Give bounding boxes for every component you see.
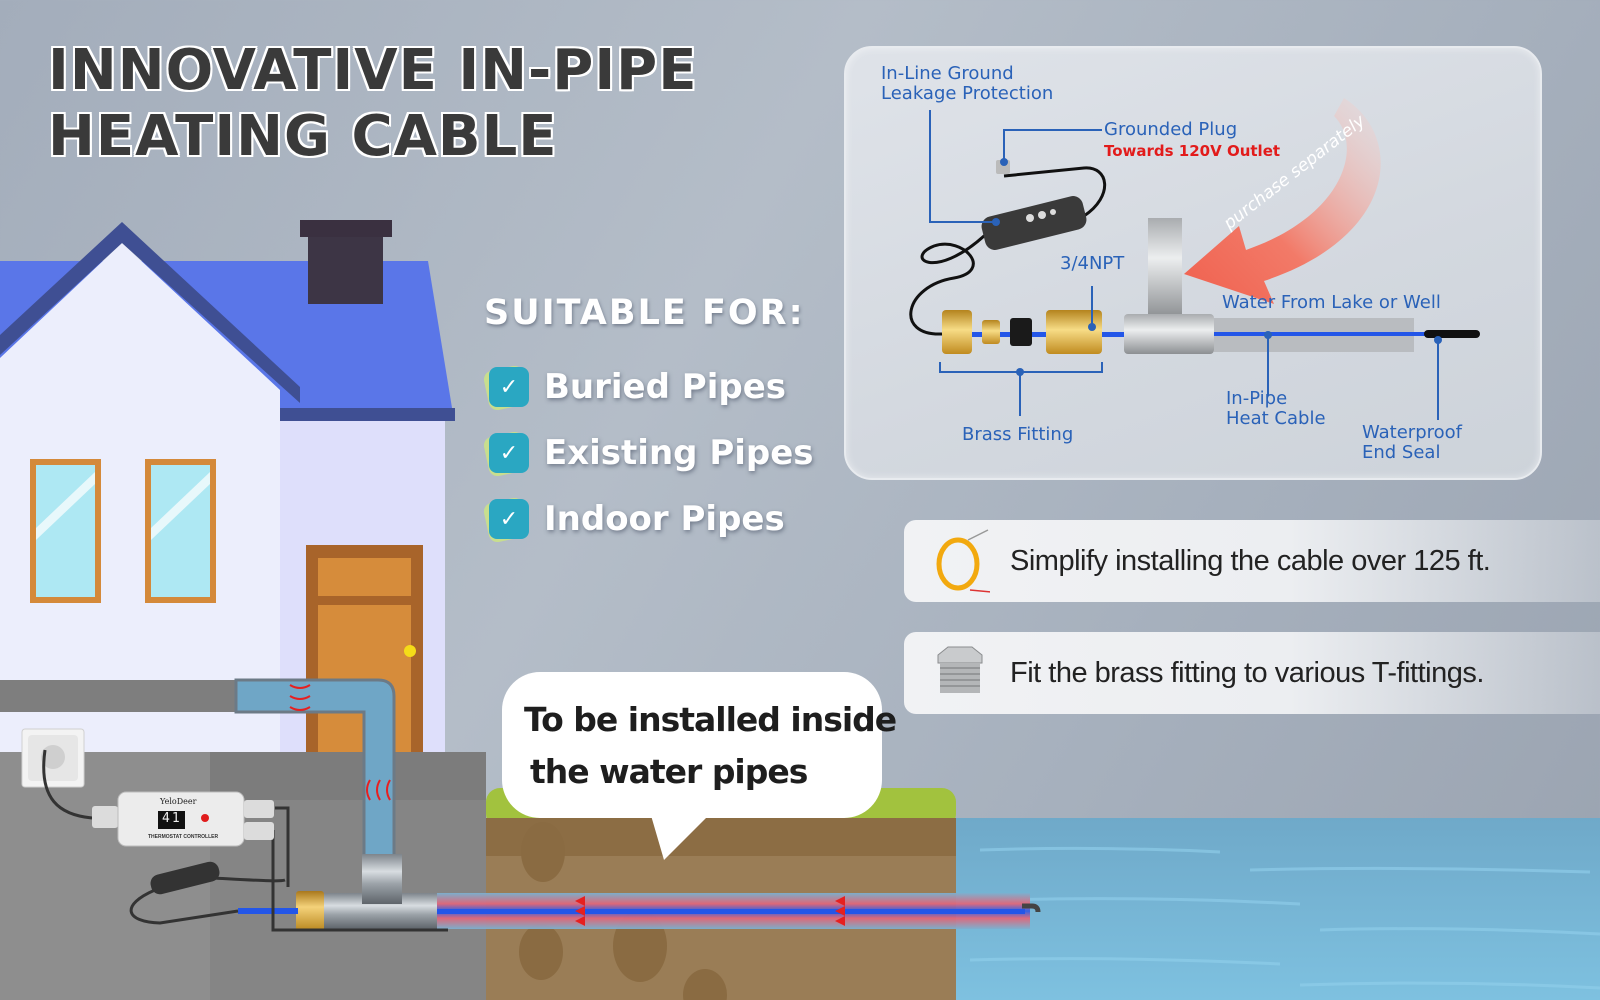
heat-arrows-underground	[575, 896, 845, 926]
suitable-item: ✓ Existing Pipes	[482, 430, 814, 478]
feature-row: Simplify installing the cable over 125 f…	[904, 520, 1600, 602]
purchase-separately-arrow	[1184, 98, 1381, 304]
gfci-unit	[981, 196, 1087, 250]
indoor-pipe	[234, 678, 396, 864]
fish-tape-icon	[936, 529, 990, 593]
label-gfci-line2: Leakage Protection	[881, 83, 1054, 104]
title-line-1: INNOVATIVE IN-PIPE	[48, 38, 698, 103]
feature-text: Simplify installing the cable over 125 f…	[1010, 544, 1491, 577]
label-heat-cable-line1: In-Pipe	[1226, 388, 1288, 409]
suitable-item: ✓ Buried Pipes	[482, 364, 786, 412]
brass-fitting-1	[942, 310, 972, 354]
leader-dots	[992, 158, 1442, 376]
suitable-item-label: Buried Pipes	[544, 367, 786, 407]
chimney	[308, 236, 383, 304]
tee-vertical	[1148, 218, 1182, 318]
brass-fitting-2	[982, 320, 1000, 344]
label-water-source: Water From Lake or Well	[1222, 292, 1441, 313]
rubber-seal	[1010, 318, 1032, 346]
water-lake	[955, 818, 1600, 1000]
bubble-line-2: the water pipes	[530, 752, 808, 791]
label-end-seal-line2: End Seal	[1362, 442, 1441, 463]
label-gfci-line1: In-Line Ground	[881, 63, 1014, 84]
chimney-cap	[300, 220, 392, 237]
house-floor-gray	[0, 680, 240, 712]
label-end-seal-line1: Waterproof	[1362, 422, 1463, 443]
speech-bubble	[502, 672, 882, 818]
suitable-item-label: Indoor Pipes	[544, 499, 785, 539]
product-diagram-card	[844, 46, 1542, 480]
speech-bubble-tail	[650, 812, 712, 860]
feature-row: Fit the brass fitting to various T-fitti…	[904, 632, 1600, 714]
tee-branch	[362, 854, 402, 904]
heating-cable	[430, 909, 1025, 914]
controller-label: THERMOSTAT CONTROLLER	[148, 834, 219, 840]
label-gfci: In-Line Ground Leakage Protection	[881, 64, 1053, 104]
gfci-device	[150, 861, 220, 895]
suitable-heading: SUITABLE FOR:	[484, 293, 805, 333]
roof-eave	[280, 408, 455, 421]
brass-nut	[296, 891, 324, 931]
gable-wall	[0, 243, 280, 752]
speech-bubble-text: To be installed inside the water pipes	[524, 694, 897, 798]
cable-entry	[238, 908, 298, 914]
checkbox-checked-icon: ✓	[482, 430, 530, 478]
wall-outlet	[21, 728, 85, 788]
label-npt: 3/4NPT	[1060, 253, 1125, 274]
title-line-2: HEATING CABLE	[48, 104, 558, 169]
cable-segment	[944, 332, 1124, 337]
water-ripples	[969, 846, 1600, 990]
window-right	[145, 459, 216, 603]
tee-body	[1124, 314, 1214, 354]
suitable-item-label: Existing Pipes	[544, 433, 814, 473]
cable-end-seal	[1022, 903, 1041, 913]
brass-fitting-3	[1046, 310, 1102, 354]
power-cord	[909, 166, 1107, 336]
gable-trim	[0, 222, 300, 403]
end-seal	[1424, 330, 1480, 338]
thermostat-controller	[92, 791, 274, 847]
pipe-fitting-icon	[937, 646, 983, 693]
checkbox-checked-icon: ✓	[482, 364, 530, 412]
label-brass-fitting: Brass Fitting	[962, 424, 1074, 445]
bubble-line-1: To be installed inside	[524, 700, 897, 739]
label-plug-note: Towards 120V Outlet	[1104, 142, 1281, 160]
page-title: INNOVATIVE IN-PIPE HEATING CABLE	[48, 38, 697, 170]
controller-brand: YeloDeer	[160, 797, 197, 806]
product-diagram	[909, 98, 1480, 420]
controller-display: 41	[162, 811, 182, 826]
label-grounded-plug: Grounded Plug	[1104, 119, 1238, 140]
label-end-seal: Waterproof End Seal	[1362, 423, 1462, 463]
suitable-item: ✓ Indoor Pipes	[482, 496, 785, 544]
window-left	[30, 459, 101, 603]
heat-arrows-indoor	[289, 684, 391, 801]
basement-top	[210, 752, 486, 800]
feature-text: Fit the brass fitting to various T-fitti…	[1010, 656, 1484, 689]
power-cords	[42, 749, 448, 932]
label-heat-cable-line2: Heat Cable	[1226, 408, 1326, 429]
label-heat-cable: In-Pipe Heat Cable	[1226, 389, 1326, 429]
checkbox-checked-icon: ✓	[482, 496, 530, 544]
cable-line	[1214, 332, 1474, 336]
